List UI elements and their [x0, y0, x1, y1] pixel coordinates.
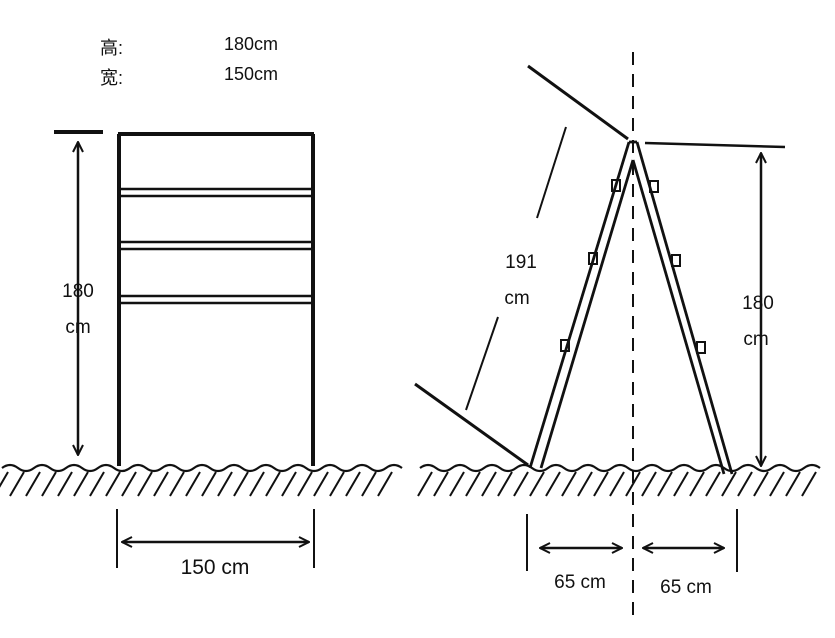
side-top-reference-line — [644, 141, 786, 149]
frame-crossbar — [119, 240, 313, 251]
side-view — [414, 52, 786, 615]
ground-right — [417, 463, 821, 497]
rung-bracket — [560, 339, 570, 352]
side-height-unit: cm — [743, 329, 768, 350]
left-base-label: 65 cm — [554, 572, 606, 593]
slant-extension-top — [527, 64, 629, 141]
frame-crossbar — [119, 187, 313, 198]
slant-dimension-line-upper — [536, 126, 567, 219]
ground-left — [0, 463, 403, 497]
front-view — [54, 130, 315, 568]
rung-bracket — [649, 180, 659, 193]
a-frame-right-leg — [631, 141, 734, 475]
slant-length-unit: cm — [504, 288, 529, 309]
rung-bracket — [611, 179, 621, 192]
right-base-label: 65 cm — [660, 577, 712, 598]
rung-bracket — [671, 254, 681, 267]
slant-extension-bottom — [414, 382, 529, 467]
width-spec-label: 宽: — [100, 68, 124, 88]
a-frame-left-leg — [528, 141, 635, 469]
height-spec-label: 高: — [100, 38, 124, 58]
slant-dimension-line-lower — [465, 316, 499, 411]
rung-bracket — [588, 252, 598, 265]
height-spec-value: 180cm — [224, 34, 279, 54]
frame-crossbar — [119, 294, 313, 305]
front-height-number: 180 — [62, 281, 94, 302]
slant-length-number: 191 — [505, 252, 537, 273]
front-height-unit: cm — [65, 317, 90, 338]
front-width-label: 150 cm — [181, 556, 250, 579]
width-spec-value: 150cm — [224, 64, 279, 84]
side-height-number: 180 — [742, 293, 774, 314]
rung-bracket — [696, 341, 706, 354]
